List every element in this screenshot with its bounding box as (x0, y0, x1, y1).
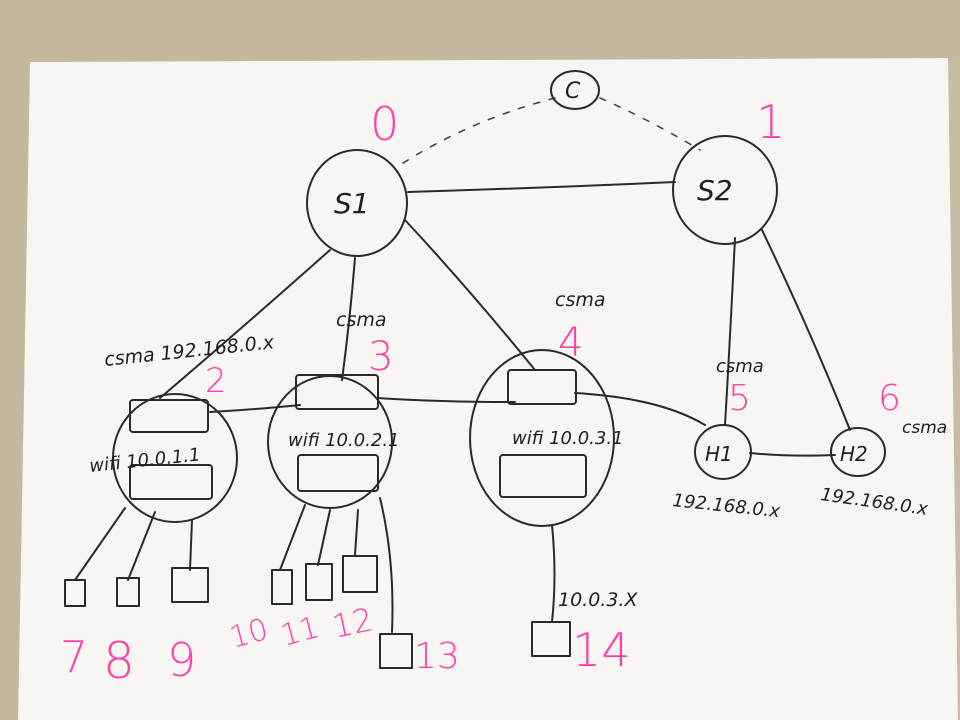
sta13-number: 13 (414, 636, 460, 677)
sta7-number: 7 (60, 632, 88, 683)
link-s2-h2 (761, 229, 851, 431)
switch-s2: S2 1 (672, 95, 785, 245)
station-14: 10.0.3.X 14 (531, 589, 638, 677)
ap4-number: 4 (558, 320, 583, 366)
sta14-ip: 10.0.3.X (558, 589, 638, 611)
link-h1-h2 (749, 452, 836, 457)
h1-number: 5 (728, 378, 751, 419)
s2-label: S2 (697, 174, 733, 207)
s2-number: 1 (756, 95, 785, 149)
access-point-4: csma wifi 10.0.3.1 4 (469, 289, 624, 527)
h2-number: 6 (878, 378, 901, 419)
link-ap4-sta14 (551, 524, 556, 623)
station-12: 12 (329, 555, 378, 646)
controller-node: C (550, 70, 600, 110)
link-ap2-sta8 (127, 511, 156, 581)
access-point-3: csma wifi 10.0.2.1 3 (267, 309, 400, 509)
ap2-number: 2 (205, 361, 227, 401)
link-s1-ap2 (159, 249, 331, 399)
h2-label: H2 (840, 442, 868, 466)
station-10: 10 (226, 569, 293, 656)
link-ap3-sta10 (279, 504, 306, 571)
s1-label: S1 (334, 187, 370, 220)
controller-label: C (565, 79, 581, 104)
paper-sheet (18, 58, 958, 720)
sta8-number: 8 (103, 632, 135, 690)
link-ap3-sta11 (317, 509, 331, 566)
link-ap2-sta7 (74, 507, 126, 581)
station-8: 8 (103, 577, 140, 690)
link-c-s2 (599, 97, 701, 151)
h1-net: csma (716, 356, 764, 377)
switch-s1: S1 0 (306, 97, 408, 257)
link-s2-h1 (724, 237, 736, 426)
station-9: 9 (167, 567, 209, 687)
ap4-wifi: wifi 10.0.3.1 (512, 428, 624, 449)
link-s1-ap3 (341, 257, 356, 381)
h1-label: H1 (705, 442, 733, 466)
sta9-number: 9 (167, 633, 196, 687)
ap4-net: csma (555, 289, 606, 311)
link-ap2-sta9 (189, 519, 193, 571)
s1-number: 0 (370, 97, 399, 151)
link-s1-s2 (407, 181, 676, 193)
sta12-number: 12 (329, 600, 377, 646)
link-s1-ap4 (404, 219, 536, 371)
station-7: 7 (60, 579, 88, 683)
sta14-number: 14 (572, 623, 631, 677)
h2-net: csma (902, 418, 947, 438)
station-13: 13 (379, 633, 460, 677)
link-ap4-h1 (574, 392, 706, 426)
ap3-wifi: wifi 10.0.2.1 (288, 430, 400, 451)
link-c-s1 (399, 97, 556, 166)
link-ap3-sta13 (379, 497, 394, 633)
link-ap3-ap4 (377, 397, 516, 403)
ap3-net: csma (336, 309, 387, 331)
link-ap3-sta12 (354, 509, 359, 556)
ap3-number: 3 (368, 334, 393, 380)
